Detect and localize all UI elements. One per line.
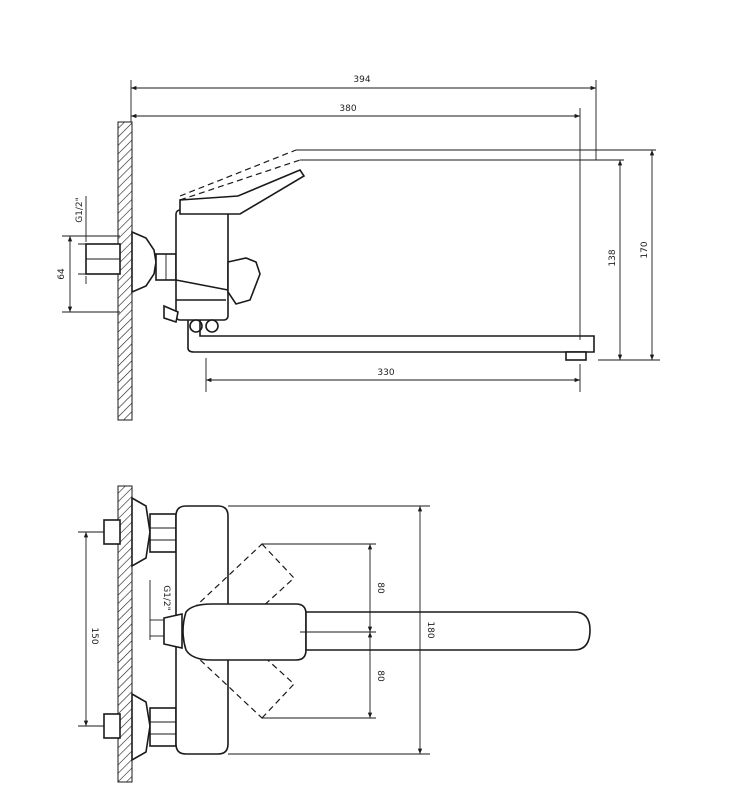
dim-label-150: 150 bbox=[89, 627, 99, 644]
dim-label-80-upper: 80 bbox=[375, 582, 385, 594]
inlet-fitting-bottom bbox=[103, 692, 177, 762]
inlet-fitting-top bbox=[103, 496, 177, 568]
dim-label-138: 138 bbox=[608, 249, 618, 266]
dim-label-180: 180 bbox=[425, 621, 435, 638]
mixer-body-front bbox=[163, 505, 591, 755]
mixer-body-side bbox=[163, 149, 306, 333]
dim-thread-upper: G1/2" bbox=[75, 196, 100, 284]
dim-overall-length: 394 bbox=[130, 75, 597, 160]
dim-inlet-spacing-upper: 64 bbox=[57, 235, 120, 313]
dim-label-thread-upper: G1/2" bbox=[75, 197, 85, 223]
dim-spout-reach: 330 bbox=[205, 358, 581, 392]
dim-spout-length: 380 bbox=[131, 104, 581, 340]
dim-label-394: 394 bbox=[353, 75, 370, 85]
dim-label-80-lower: 80 bbox=[375, 670, 385, 682]
dim-heights: 138 170 bbox=[598, 150, 660, 361]
dim-label-thread-lower: G1/2" bbox=[161, 585, 171, 611]
dim-inlet-spacing-lower: 150 bbox=[78, 531, 104, 727]
dim-label-330: 330 bbox=[377, 368, 394, 378]
side-view: 394 380 G1/2" 64 bbox=[57, 75, 660, 421]
eccentric-fitting-upper bbox=[85, 230, 177, 294]
wall-section-lower bbox=[117, 485, 133, 783]
dim-thread-lower: G1/2" bbox=[149, 580, 171, 640]
dim-label-380: 380 bbox=[339, 104, 356, 114]
dim-body-depth: 180 bbox=[228, 505, 435, 755]
dim-label-64: 64 bbox=[57, 268, 67, 280]
dim-label-170: 170 bbox=[640, 241, 650, 258]
spout-side bbox=[187, 149, 656, 361]
dim-handle-offsets: 80 80 bbox=[262, 543, 385, 719]
front-view: 150 G1/2" 80 80 bbox=[78, 485, 591, 783]
